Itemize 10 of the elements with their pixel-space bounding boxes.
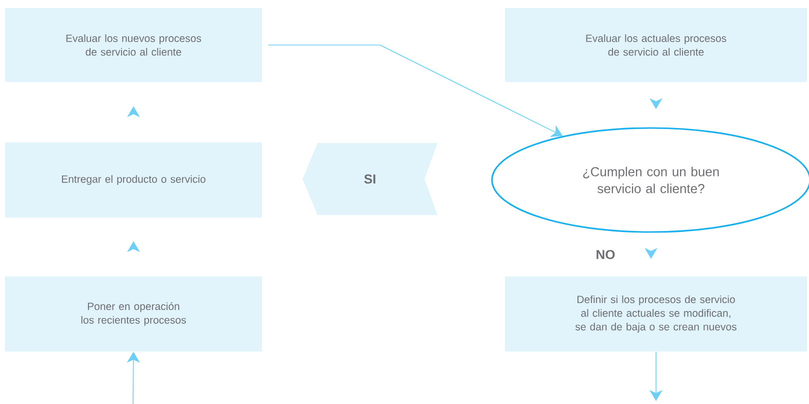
process-box: Evaluar los actuales procesos de servicio al cliente bbox=[505, 8, 807, 82]
process-box: Poner en operación los recientes procesos bbox=[5, 276, 262, 352]
arrow bbox=[650, 98, 662, 109]
process-box: Definir si los procesos de servicio al cliente actuales se modifican, se dan de baja o se crean nuevos bbox=[505, 276, 807, 352]
arrow bbox=[127, 241, 140, 252]
arrow bbox=[644, 248, 658, 259]
edge-label: NO bbox=[594, 248, 616, 260]
process-box: Entregar el producto o servicio bbox=[5, 142, 262, 218]
arrow bbox=[127, 106, 140, 117]
process-box: Evaluar los nuevos procesos de servicio al cliente bbox=[5, 8, 262, 82]
